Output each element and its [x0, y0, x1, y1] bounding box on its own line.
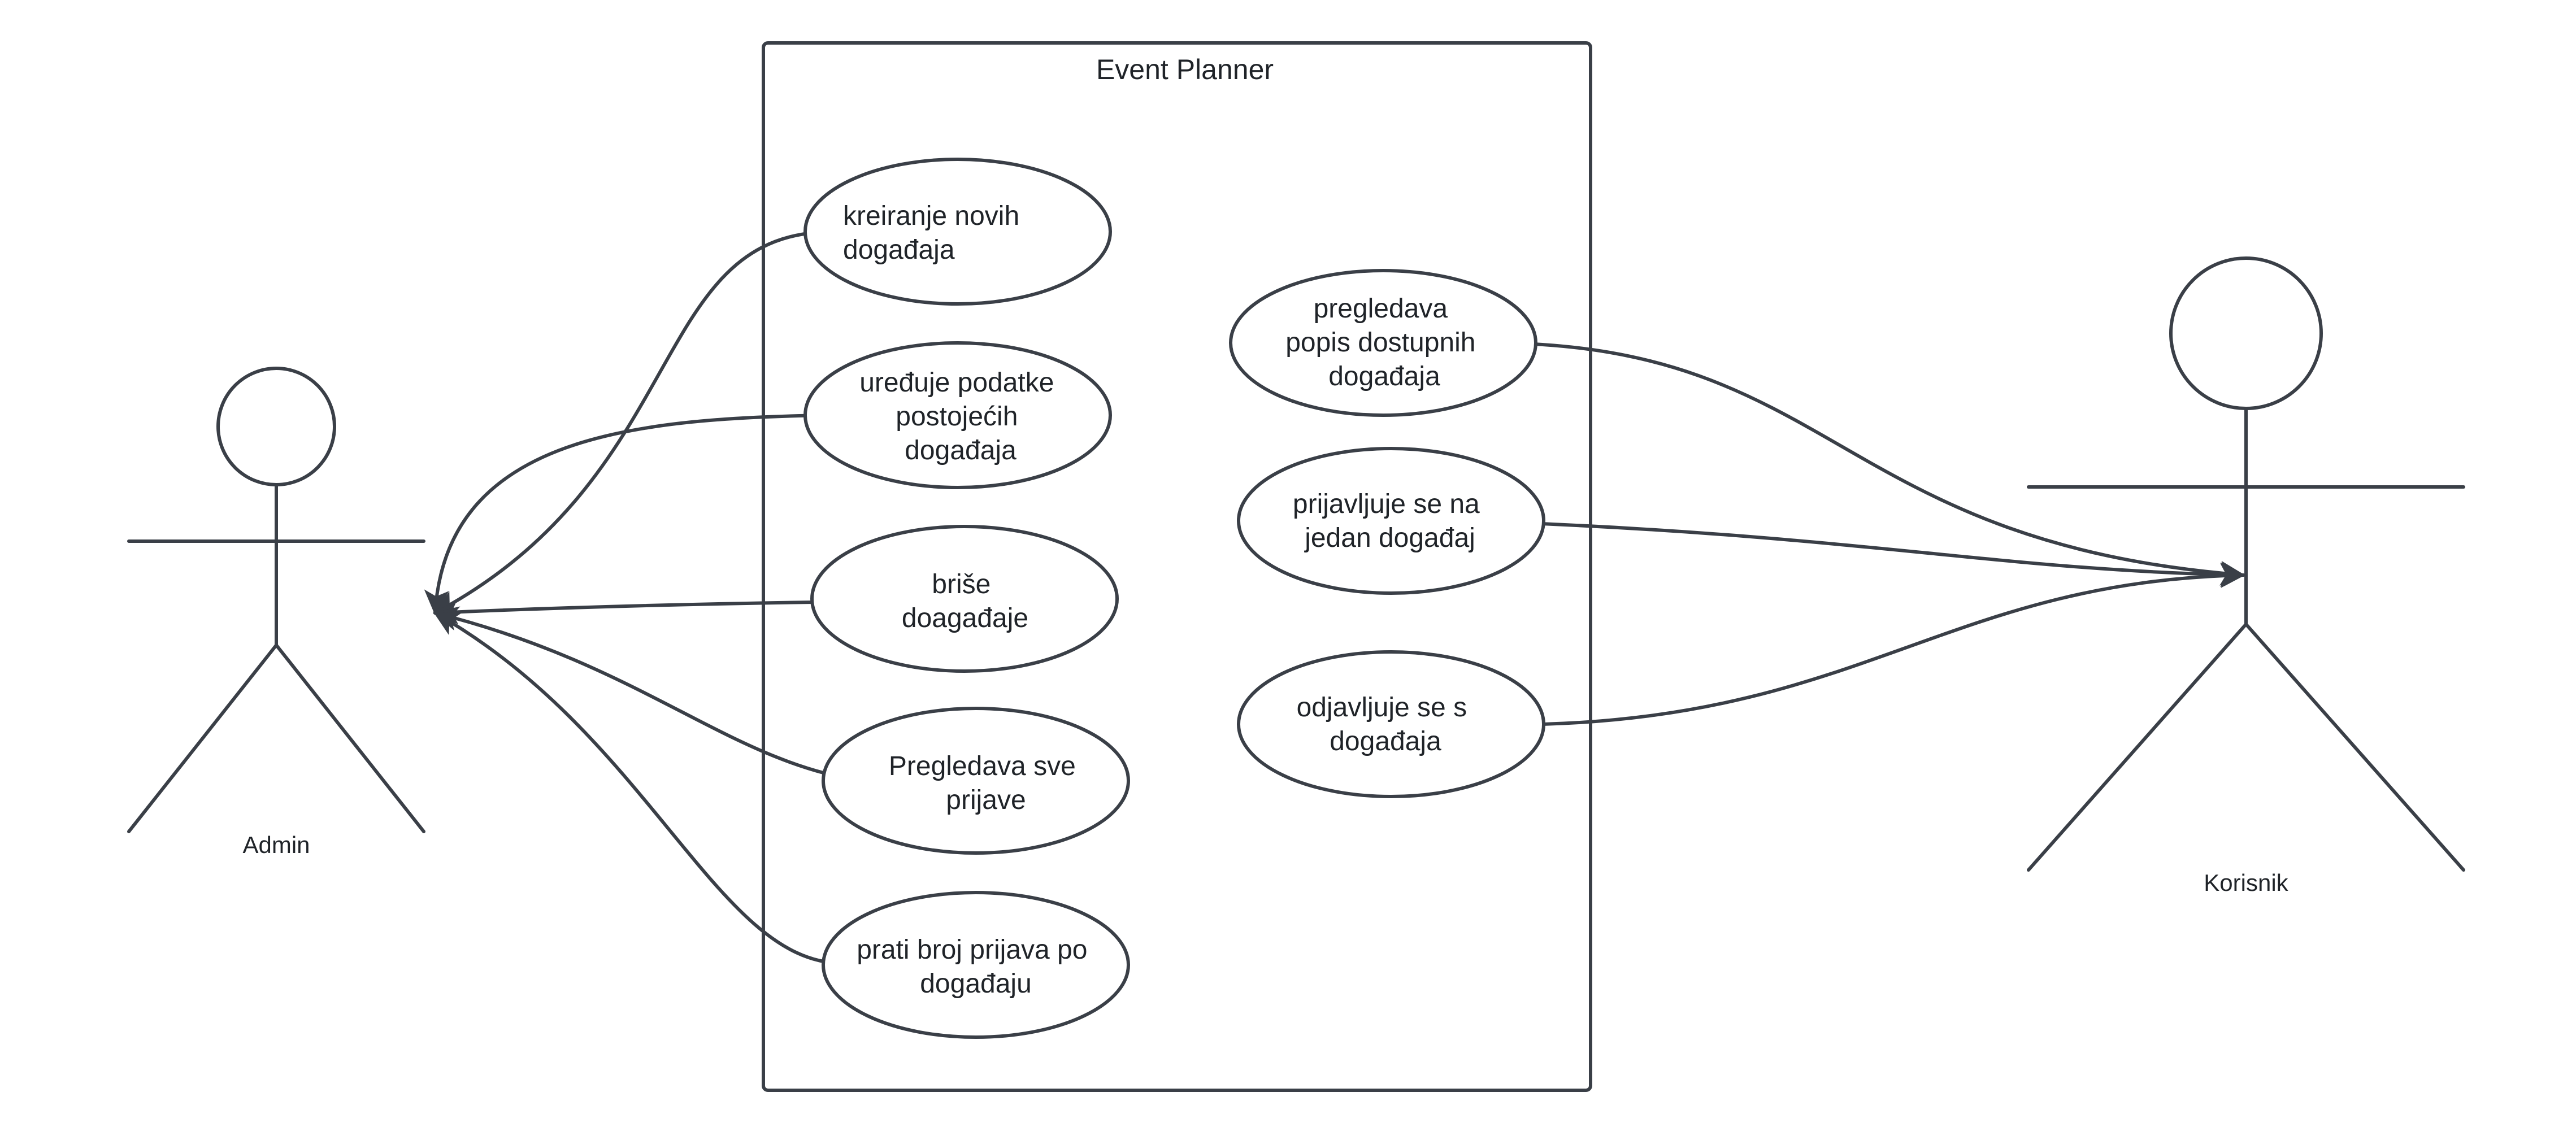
- svg-text:uređuje podatke postojeć: uređuje podatke postojećih događaja: [859, 368, 1062, 465]
- use-case-kreiranje: kreiranje novih događaja: [803, 158, 1112, 306]
- assoc-pregledava-popis: [1498, 341, 2245, 586]
- use-case-uredjuje-line-2: postojećih: [896, 402, 1018, 432]
- use-case-odjavljuje-line-1: odjavljuje se s: [1297, 693, 1467, 723]
- use-case-kreiranje-line-1: kreiranje novih: [843, 201, 1019, 231]
- korisnik-associations: [1498, 341, 2245, 726]
- use-case-brise-line-2: doagađaje: [902, 603, 1028, 633]
- use-case-prijavljuje: prijavljuje se na jedan događaj: [1237, 447, 1545, 595]
- use-case-pregledava-popis-line-3: događaja: [1328, 362, 1440, 391]
- use-case-uredjuje: uređuje podatke postojećih događaja: [803, 341, 1112, 489]
- svg-text:kreiranje novih događaja: kreiranje novih događaja: [843, 201, 1027, 265]
- use-case-uredjuje-line-1: uređuje podatke: [859, 368, 1054, 398]
- use-case-pregledava-popis: pregledava popis dostupnih događaja: [1229, 269, 1537, 417]
- assoc-brise: [433, 599, 858, 625]
- svg-text:prijavljuje se na jedan: prijavljuje se na jedan događaj: [1293, 489, 1487, 553]
- svg-text:pregledava popis dostupn: pregledava popis dostupnih događaja: [1285, 294, 1483, 391]
- assoc-kreiranje: [433, 231, 815, 615]
- use-case-odjavljuje-line-2: događaja: [1330, 726, 1441, 756]
- assoc-prijavljuje: [1513, 521, 2245, 588]
- svg-text:odjavljuje se s događaja: odjavljuje se s događaja: [1297, 693, 1475, 756]
- svg-text:briše doagađaje: briše doagađaje: [902, 569, 1028, 633]
- korisnik-actor: Korisnik: [2027, 256, 2465, 896]
- use-case-pregledava-prijave: Pregledava sve prijave: [822, 707, 1130, 855]
- assoc-uredjuje: [424, 414, 831, 615]
- use-case-pregledava-popis-line-1: pregledava: [1314, 294, 1448, 324]
- admin-label: Admin: [242, 832, 310, 858]
- use-case-pregledava-prijave-line-1: Pregledava sve: [889, 751, 1076, 781]
- use-case-prati: prati broj prijava po događaju: [822, 891, 1130, 1039]
- system-title: Event Planner: [1096, 54, 1274, 85]
- use-case-prijavljuje-line-1: prijavljuje se na: [1293, 489, 1480, 519]
- use-case-odjavljuje: odjavljuje se s događaja: [1237, 650, 1545, 798]
- use-case-pregledava-prijave-line-2: prijave: [946, 785, 1026, 815]
- admin-associations: [424, 231, 878, 965]
- svg-text:prati broj prijava po do: prati broj prijava po događaju: [857, 935, 1095, 999]
- use-case-prati-line-2: događaju: [920, 969, 1032, 999]
- admin-actor: Admin: [127, 367, 425, 858]
- assoc-prati: [433, 611, 844, 965]
- use-case-pregledava-popis-line-2: popis dostupnih: [1285, 328, 1475, 358]
- assoc-pregledava-prijave: [433, 606, 878, 784]
- use-case-prati-line-1: prati broj prijava po: [857, 935, 1087, 965]
- use-case-brise: briše doagađaje: [810, 525, 1119, 673]
- korisnik-label: Korisnik: [2204, 869, 2288, 896]
- use-case-uredjuje-line-3: događaja: [905, 436, 1017, 465]
- svg-text:Pregledava sve prijave: Pregledava sve prijave: [889, 751, 1083, 815]
- use-case-brise-line-1: briše: [932, 569, 991, 599]
- assoc-odjavljuje: [1541, 563, 2245, 726]
- use-case-kreiranje-line-2: događaja: [843, 235, 955, 265]
- use-case-prijavljuje-line-2: jedan događaj: [1304, 523, 1475, 553]
